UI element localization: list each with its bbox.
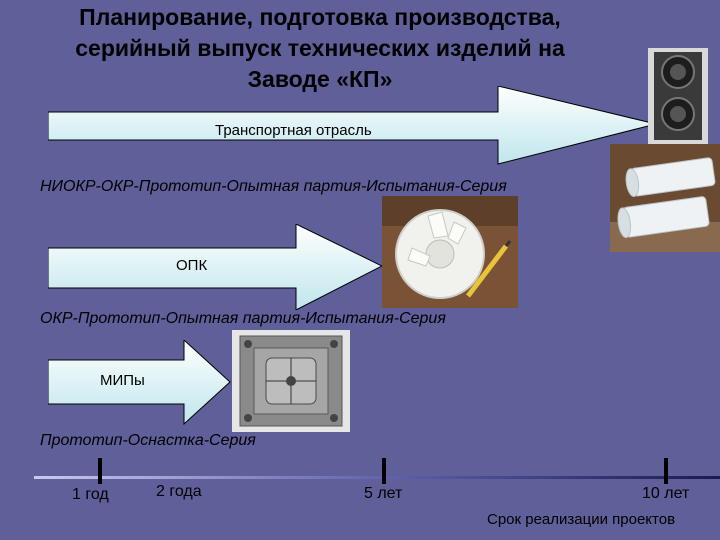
timeline-label-10-years: 10 лет bbox=[642, 485, 690, 502]
timeline-axis bbox=[34, 468, 720, 479]
small-enterprises-chain: Прототип-Оснастка-Серия bbox=[40, 432, 256, 449]
title-line-1: Планирование, подготовка производства, bbox=[79, 4, 561, 30]
timeline-label-2-years: 2 года bbox=[156, 483, 202, 500]
timeline-label-1-year: 1 год bbox=[72, 486, 109, 503]
rollers-photo bbox=[610, 144, 720, 252]
traffic-light-photo bbox=[648, 48, 708, 144]
timeline-tick-1 bbox=[98, 458, 102, 484]
title-line-3: Заводе «КП» bbox=[247, 66, 393, 92]
title-line-2: серийный выпуск технических изделий на bbox=[75, 35, 565, 61]
small-enterprises-arrow bbox=[48, 340, 233, 426]
mold-tooling-photo bbox=[232, 330, 350, 432]
timeline-caption: Срок реализации проектов bbox=[487, 511, 676, 528]
fan-impeller-photo bbox=[382, 196, 518, 308]
page-title: Планирование, подготовка производства, с… bbox=[40, 2, 600, 95]
transport-sector-chain: НИОКР-ОКР-Прототип-Опытная партия-Испыта… bbox=[40, 178, 507, 195]
timeline-tick-2 bbox=[382, 458, 386, 484]
transport-sector-label: Транспортная отрасль bbox=[215, 122, 372, 139]
timeline-label-5-years: 5 лет bbox=[364, 485, 403, 502]
defense-sector-arrow bbox=[48, 224, 388, 310]
defense-sector-chain: ОКР-Прототип-Опытная партия-Испытания-Се… bbox=[40, 310, 446, 327]
defense-sector-label: ОПК bbox=[176, 257, 208, 274]
small-enterprises-label: МИПы bbox=[100, 372, 145, 389]
timeline-tick-3 bbox=[664, 458, 668, 484]
transport-sector-arrow bbox=[48, 86, 663, 182]
